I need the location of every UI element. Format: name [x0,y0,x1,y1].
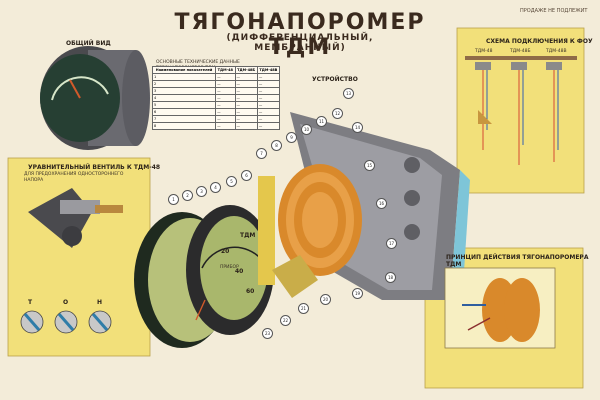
device-label: УСТРОЙСТВО [312,76,358,83]
part-number: 23 [262,328,273,339]
table-row: 4——— [151,94,281,102]
part-number: 7 [256,148,267,159]
spec-header-2: ТДМ-48 [215,66,236,74]
part-number: 3 [196,186,207,197]
connection-scheme-drawing [465,56,577,165]
spec-header-4: ТДМ-48В [256,66,281,74]
dial-drawing [134,205,274,348]
valve-title: УРАВНИТЕЛЬНЫЙ ВЕНТИЛЬ К ТДМ-48 [28,164,161,171]
part-number: 13 [343,88,354,99]
dial-scale-40: 40 [235,268,244,275]
part-number: 16 [376,198,387,209]
part-number: 6 [241,170,252,181]
dial-brand: ТДМ [240,232,256,239]
part-number: 20 [320,294,331,305]
part-number: 21 [298,303,309,314]
valve-position-t: Т [28,299,33,306]
table-row: 5——— [151,101,281,109]
part-number: 9 [286,132,297,143]
dial-scale-60: 60 [246,288,255,295]
principle-title: ПРИНЦИП ДЕЙСТВИЯ ТЯГОНАПОРОМЕРА ТДМ [446,254,589,268]
table-row: 2——— [151,80,281,88]
valve-subtitle: ДЛЯ ПРЕДОХРАНЕНИЯ ОДНОСТОРОННЕГО НАПОРА [24,172,124,183]
table-row: 1——— [151,73,281,81]
part-number: 18 [385,272,396,283]
spec-header-3: ТДМ-48Б [234,66,258,74]
part-number: 5 [226,176,237,187]
part-number: 10 [301,124,312,135]
scheme-label-1: ТДМ-48 [475,49,493,54]
part-number: 11 [316,116,327,127]
part-number: 4 [210,182,221,193]
general-view-gauge [40,46,150,150]
principle-drawing [444,267,556,349]
scheme-label: СХЕМА ПОДКЛЮЧЕНИЯ К ФОУ [486,38,593,45]
valve-position-n: Н [97,299,103,306]
dial-unit: ПРИБОР [220,265,239,270]
poster-subtitle: (ДИФФЕРЕНЦИАЛЬНЫЙ, МЕМБРАННЫЙ) [226,33,374,53]
part-number: 17 [386,238,397,249]
part-number: 2 [182,190,193,201]
spec-header-1: Наименование показателей [151,66,217,74]
part-number: 8 [271,140,282,151]
table-row: 3——— [151,87,281,95]
scheme-label-2: ТДМ-48Б [510,49,531,54]
valve-drawing [20,188,123,334]
table-row: 6——— [151,108,281,116]
table-row: 8——— [151,122,281,130]
spec-table: Наименование показателей ТДМ-48 ТДМ-48Б … [151,66,281,130]
dial-scale-20: 20 [221,248,230,255]
poster-title: ТЯГОНАПОРОМЕР ТДМ [174,10,426,60]
part-number: 15 [364,160,375,171]
device-cutaway [258,112,470,302]
general-view-label: ОБЩИЙ ВИД [66,40,111,47]
part-number: 19 [352,288,363,299]
valve-position-o: О [63,299,69,306]
part-number: 1 [168,194,179,205]
table-row: 7——— [151,115,281,123]
part-number: 22 [280,315,291,326]
scheme-label-3: ТДМ-48В [546,49,567,54]
corner-note: ПРОДАЖЕ НЕ ПОДЛЕЖИТ [520,8,588,14]
part-number: 12 [332,108,343,119]
part-number: 14 [352,122,363,133]
